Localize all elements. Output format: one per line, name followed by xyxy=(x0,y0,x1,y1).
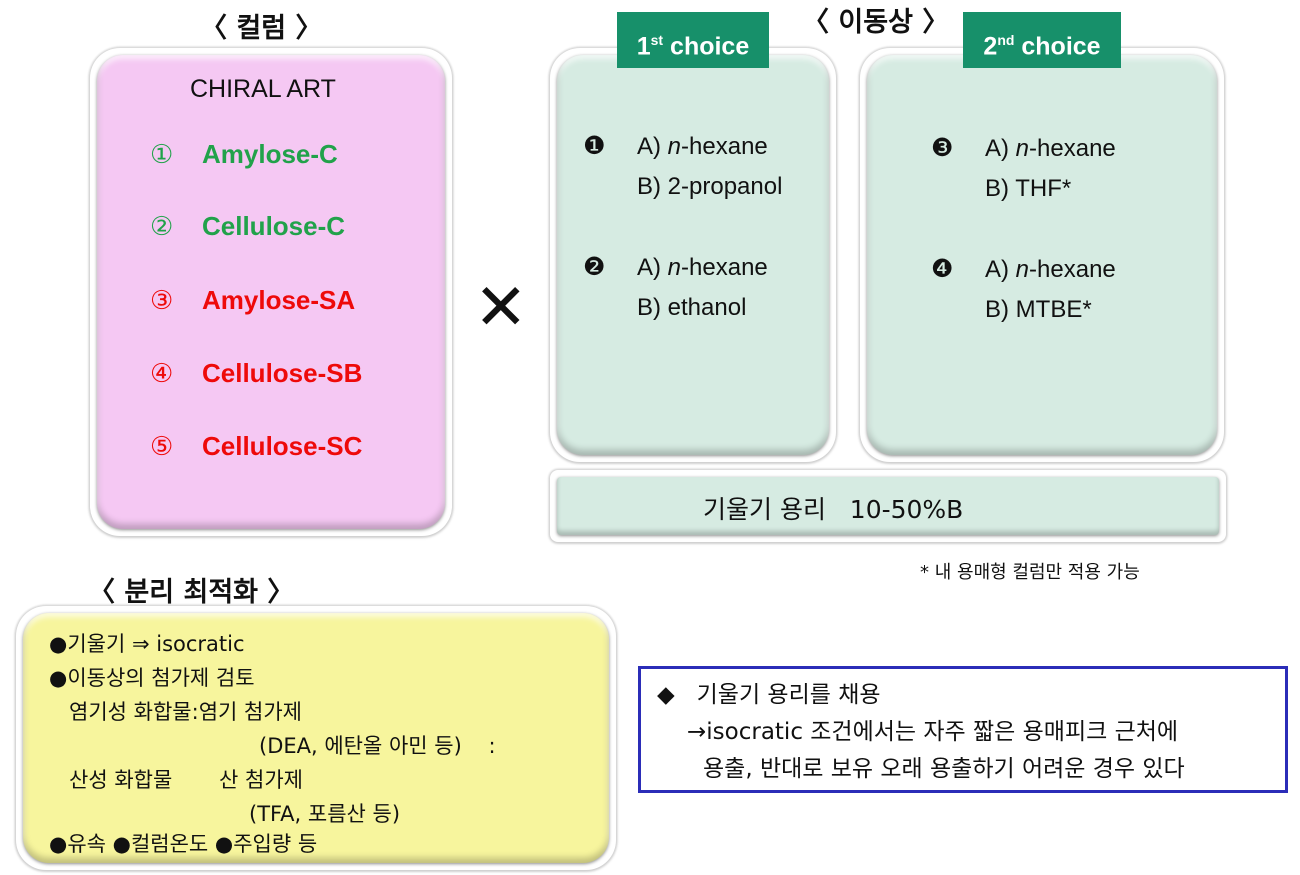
mobile-phase-heading: 〈 이동상 〉 xyxy=(802,7,950,38)
column-item-number: ⑤ xyxy=(150,432,174,462)
option-number-4: ❹ xyxy=(931,254,954,283)
solvent-a: A) n-hexane xyxy=(637,133,768,160)
mobile-phase-option: ❸ A) n-hexane B) THF* xyxy=(931,128,1116,209)
optimization-line: ●기울기 ⇒ isocratic xyxy=(49,632,245,656)
column-item-number: ① xyxy=(150,140,174,170)
solvent-a: A) n-hexane xyxy=(985,256,1116,283)
optimization-panel: ●기울기 ⇒ isocratic ●이동상의 첨가제 검토 염기성 화합물:염기… xyxy=(23,613,609,863)
optimization-heading: 〈 분리 최적화 〉 xyxy=(88,577,295,608)
column-panel: CHIRAL ART ① Amylose-C ② Cellulose-C ③ Amyl… xyxy=(97,55,445,529)
solvent-b: B) ethanol xyxy=(637,294,747,321)
mobile-phase-option: ❹ A) n-hexane B) MTBE* xyxy=(931,249,1116,330)
column-brand-title: CHIRAL ART xyxy=(190,75,336,103)
second-choice-panel: ❸ A) n-hexane B) THF* ❹ A) n-hexane B) MTB… xyxy=(867,55,1217,455)
option-number-2: ❷ xyxy=(583,252,606,281)
column-item: ③ Amylose-SA xyxy=(150,285,355,316)
option-number-1: ❶ xyxy=(583,131,606,160)
column-item: ④ Cellulose-SB xyxy=(150,358,362,389)
solvent-a: A) n-hexane xyxy=(637,254,768,281)
multiply-icon: ✕ xyxy=(474,271,528,345)
mobile-phase-option: ❷ A) n-hexane B) ethanol xyxy=(583,247,768,328)
optimization-line: ●유속 ●컬럼온도 ●주입량 등 xyxy=(49,832,318,856)
column-item: ② Cellulose-C xyxy=(150,211,345,242)
optimization-line: 산성 화합물 산 첨가제 xyxy=(49,768,303,792)
column-item-label: Cellulose-SC xyxy=(202,431,363,461)
gradient-elution-text: 기울기 용리 10-50%B xyxy=(703,495,964,524)
column-item-number: ② xyxy=(150,212,174,242)
note-line-3: 용출, 반대로 보유 오래 용출하기 어려운 경우 있다 xyxy=(703,756,1185,782)
gradient-elution-box: 기울기 용리 10-50%B xyxy=(557,477,1219,535)
note-line-2: →isocratic 조건에서는 자주 짧은 용매피크 근처에 xyxy=(687,719,1179,745)
mobile-phase-option: ❶ A) n-hexane B) 2-propanol xyxy=(583,126,782,207)
solvent-b: B) 2-propanol xyxy=(637,173,783,200)
first-choice-tab: 1st choice xyxy=(617,12,769,68)
note-line-1: ◆ 기울기 용리를 채용 xyxy=(657,682,881,708)
solvent-b: B) THF* xyxy=(985,175,1072,202)
first-choice-panel: ❶ A) n-hexane B) 2-propanol ❷ A) n-hexane … xyxy=(557,55,829,455)
column-item-number: ③ xyxy=(150,286,174,316)
column-item-number: ④ xyxy=(150,359,174,389)
second-choice-tab: 2nd choice xyxy=(963,12,1121,68)
column-item-label: Cellulose-SB xyxy=(202,358,363,388)
solvent-b: B) MTBE* xyxy=(985,296,1092,323)
column-item: ① Amylose-C xyxy=(150,139,338,170)
optimization-line: 염기성 화합물:염기 첨가제 xyxy=(49,700,302,724)
gradient-note-box: ◆ 기울기 용리를 채용 →isocratic 조건에서는 자주 짧은 용매피크… xyxy=(638,666,1288,793)
column-item: ⑤ Cellulose-SC xyxy=(150,431,362,462)
column-item-label: Cellulose-C xyxy=(202,211,346,241)
optimization-line: (DEA, 에탄올 아민 등) : xyxy=(259,734,496,758)
column-item-label: Amylose-SA xyxy=(202,285,356,315)
column-item-label: Amylose-C xyxy=(202,139,338,169)
column-heading: 〈 컬럼 〉 xyxy=(200,13,323,44)
option-number-3: ❸ xyxy=(931,133,954,162)
optimization-line: (TFA, 포름산 등) xyxy=(249,802,401,826)
solvent-a: A) n-hexane xyxy=(985,135,1116,162)
optimization-line: ●이동상의 첨가제 검토 xyxy=(49,666,255,690)
solvent-footnote: * 내 용매형 컬럼만 적용 가능 xyxy=(920,562,1140,583)
